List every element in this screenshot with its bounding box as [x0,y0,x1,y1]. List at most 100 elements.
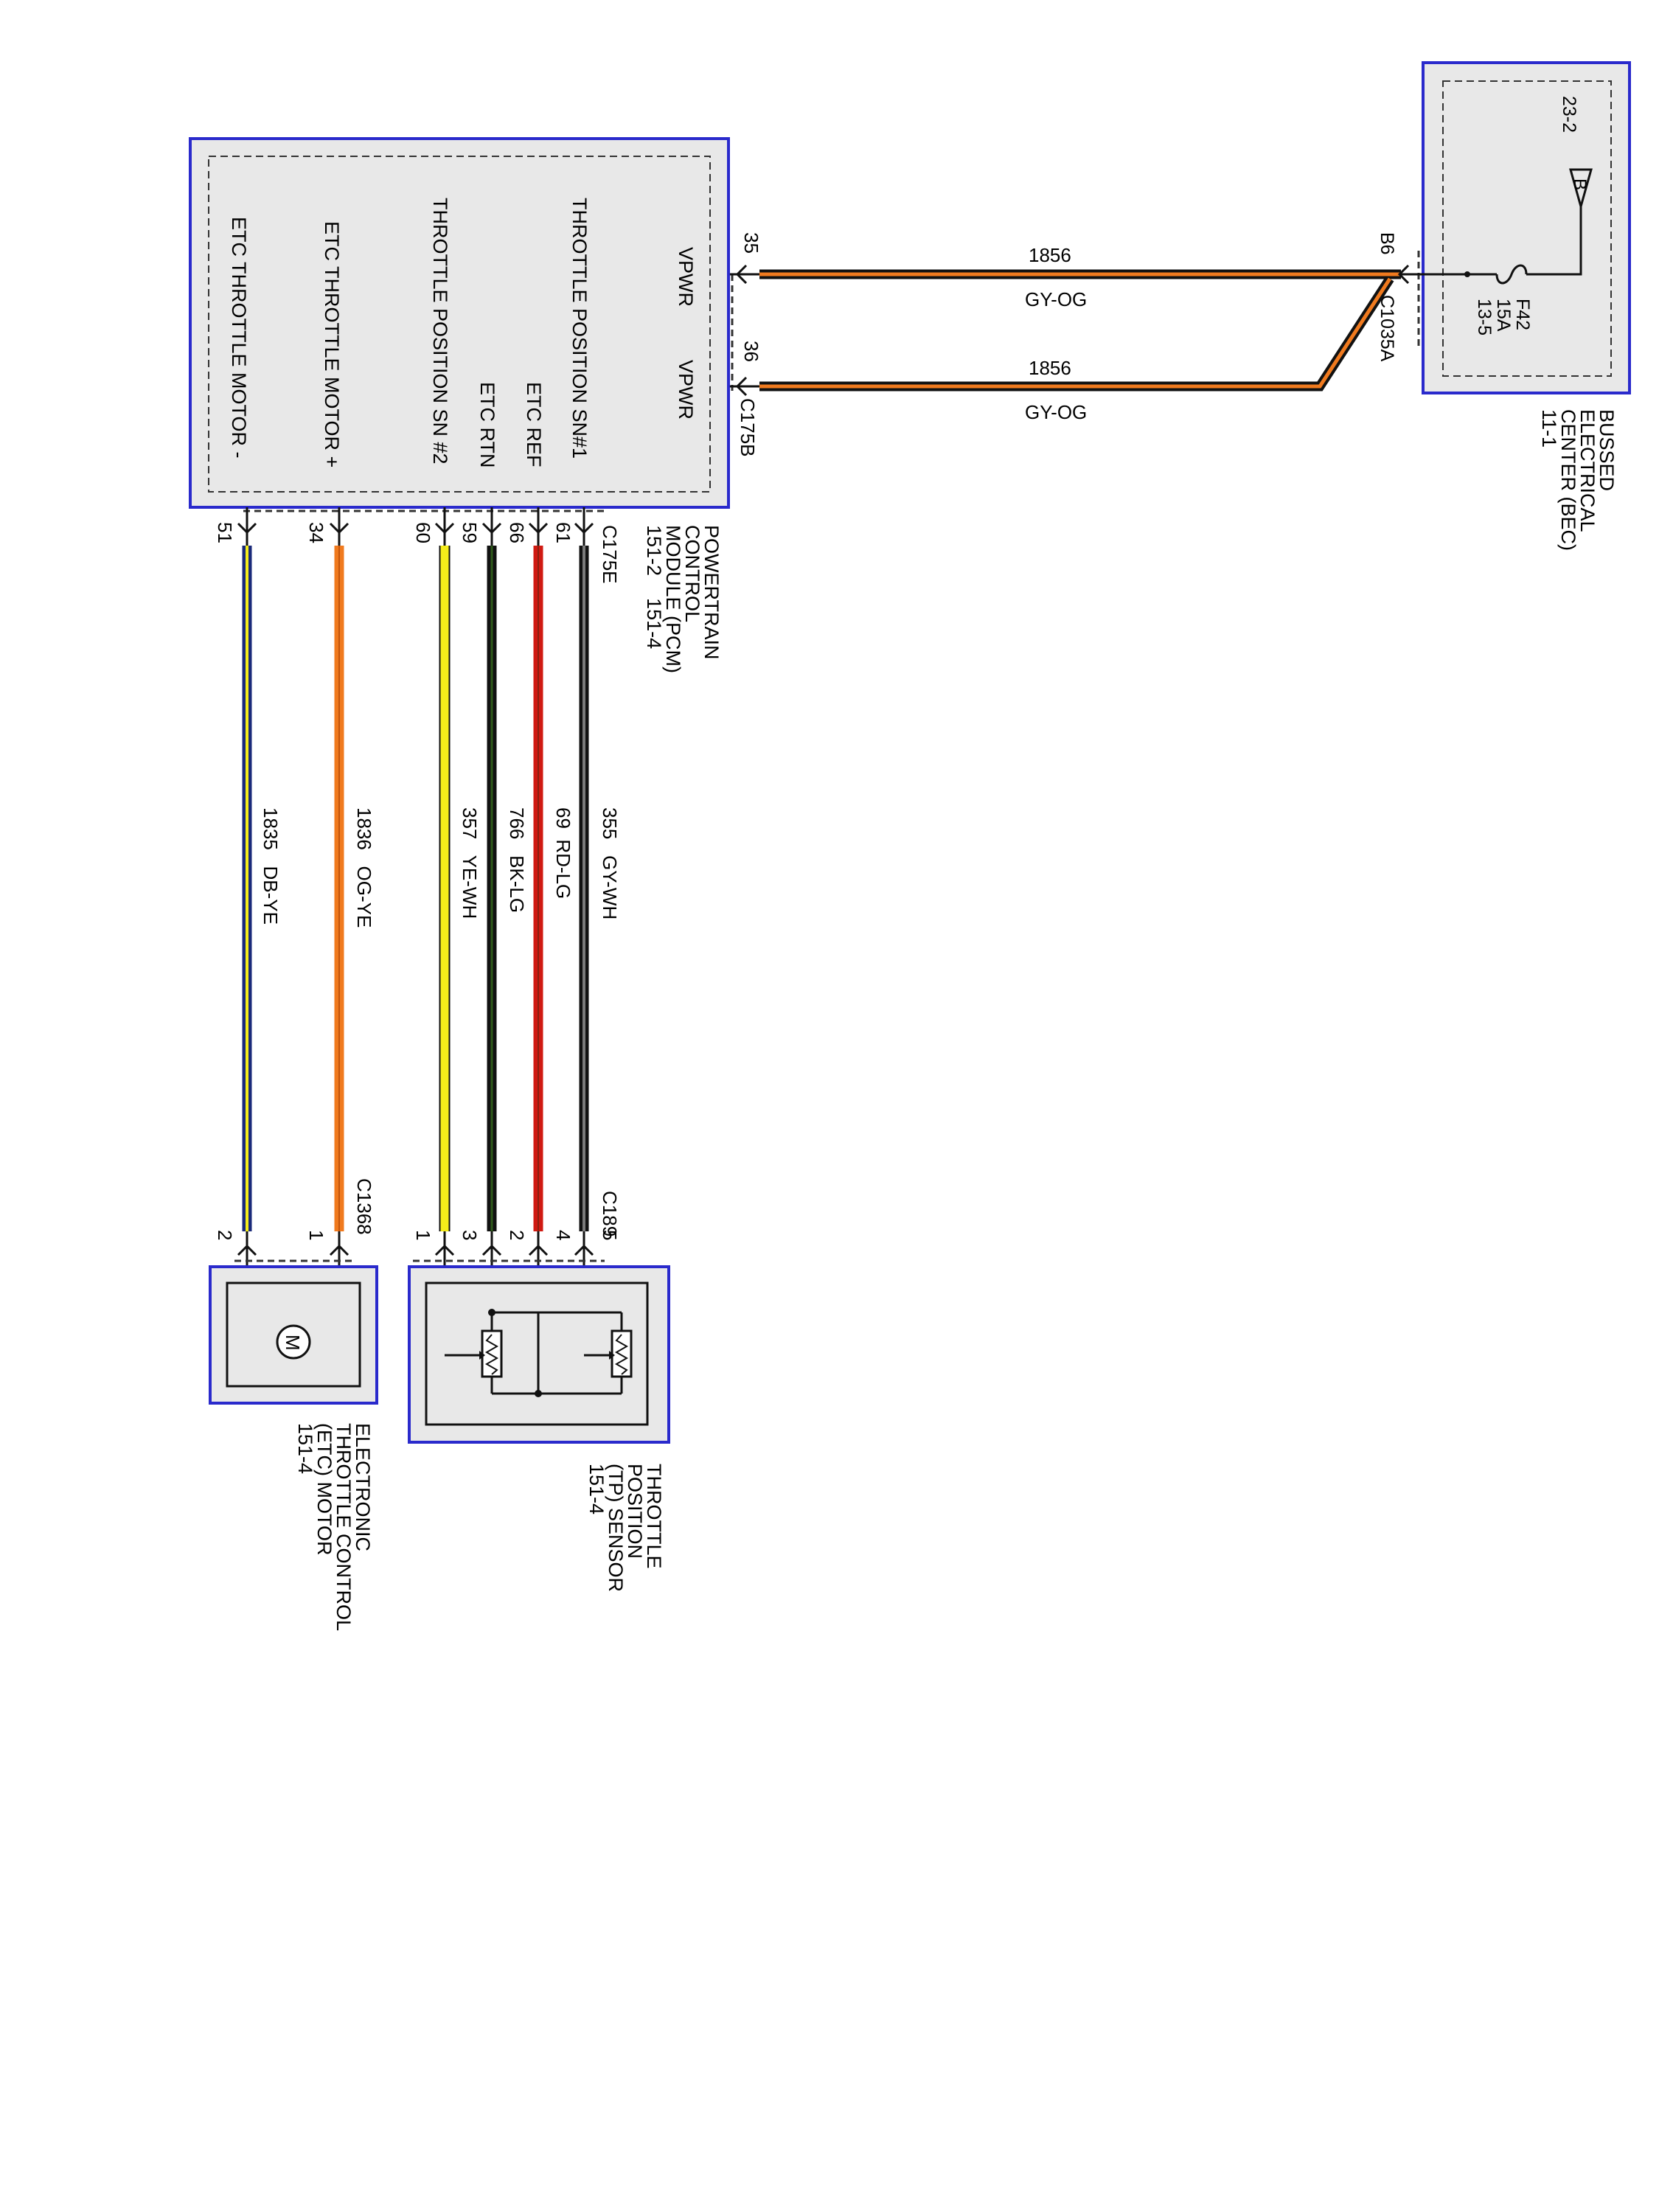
tp-pin-1: 1 [412,1230,434,1240]
pin-59: 59 [459,522,481,543]
pcm-label-vpwr-b: VPWR [675,360,697,420]
bec-name-line-2: ELECTRICAL [1576,409,1599,532]
motor-name-line-4: 151-4 [294,1423,316,1474]
pcm-name-line-2: CONTROL [681,525,703,622]
tp-sensor[interactable] [408,1259,670,1444]
wire-tp-sn2-label: 357 YE-WH [459,807,481,919]
pcm-label-etc-rtn: ETC RTN [476,382,498,468]
pcm-name-line-4: 151-2 151-4 [643,525,665,649]
pin-61: 61 [552,522,574,543]
wire-vpwr-b[interactable] [730,276,1394,392]
wire-tp-sn1-circuit: 355 [599,807,621,839]
tp-pin-5: 5 [599,1230,621,1240]
etc-motor-outline [209,1265,378,1405]
bec-name-line-1: BUSSED [1596,409,1618,491]
wire-motor-minus-color: DB-YE [260,866,282,925]
pcm-connector-c175e: C175E [599,525,621,584]
pcm-label-tp-sn2: THROTTLE POSITION SN #2 [429,198,451,465]
connector-chevron-b6 [1397,264,1410,285]
pin-36: 36 [740,341,762,362]
fuse-f42-icon [1495,264,1528,285]
bec-module[interactable]: B 23-2 [1401,61,1631,394]
connector-chevron-tp-2 [481,1244,502,1256]
wire-etc-ref-label: 69 RD-LG [552,807,574,899]
connector-chevron-59 [434,522,455,535]
wire-motor-minus-circuit: 1835 [260,807,282,850]
potentiometer-sn1-icon [611,1329,633,1378]
pin-66: 66 [506,522,528,543]
wire-motor-plus[interactable] [308,507,344,1343]
fuse-id: F42 [1512,299,1533,330]
connector-chevron-motor-2 [237,1244,257,1256]
pcm-inner-dashed [208,156,711,493]
motor-symbol: M [282,1335,304,1351]
motor-name-line-3: (ETC) MOTOR [313,1423,335,1555]
bec-connector-c1035a: C1035A [1377,295,1397,362]
tp-pin-4: 4 [552,1230,574,1240]
wire-motor-minus[interactable] [242,507,279,1343]
fuse-ref: 13-5 [1474,299,1495,335]
tp-sensor-inner [425,1281,649,1426]
bec-inner-dashed [1442,80,1612,377]
connector-chevron-tp-5 [574,1244,594,1256]
pcm-name-line-3: MODULE (PCM) [662,525,684,673]
bus-b-icon [1569,168,1593,211]
wire-etc-ref-circuit: 69 [552,807,574,829]
wire-etc-rtn-color: BK-LG [506,855,528,913]
motor-pin-1: 1 [305,1230,327,1240]
connector-chevron-36 [735,376,748,397]
tp-name-line-2: POSITION [624,1464,646,1559]
connector-chevron-motor-1 [329,1244,349,1256]
motor-icon [276,1324,311,1360]
motor-name-line-1: ELECTRONIC [352,1423,374,1551]
motor-name-line-2: THROTTLE CONTROL [333,1423,355,1631]
wire-etc-ref-color: RD-LG [552,839,574,899]
pcm-label-vpwr-a: VPWR [675,247,697,307]
tp-name-line-3: (TP) SENSOR [605,1464,627,1592]
etc-motor-inner [226,1281,361,1388]
tp-name-line-4: 151-4 [585,1464,608,1514]
tp-connector-c189: C189 [599,1191,621,1237]
pcm-outline [189,137,730,509]
potentiometer-sn2-icon [481,1329,503,1378]
tp-name-line-1: THROTTLE [643,1464,665,1569]
connector-chevron-sn1-top [574,522,594,535]
bec-feed-line [1526,206,1582,276]
tp-internal-ref-dot [535,1390,542,1397]
tp-sn2-wiper-arrow [479,1351,485,1360]
connector-chevron-34 [329,522,349,535]
connector-chevron-tp-4 [528,1244,549,1256]
connector-chevron-66 [481,522,502,535]
pcm-label-motor-minus: ETC THROTTLE MOTOR - [228,217,250,459]
pin-34: 34 [305,522,327,543]
fuse-rating: 15A [1493,299,1514,332]
bec-outline [1422,61,1631,394]
wire-tp-sn1-color: GY-WH [599,855,621,919]
wire-motor-plus-circuit: 1836 [353,807,375,850]
bec-pin-b6: B6 [1377,232,1397,255]
pcm-connector-c175b: C175B [737,398,759,457]
wire-vpwr-a-color: GY-OG [1025,288,1087,310]
bec-splice-dot [1464,271,1470,277]
pin-60: 60 [412,522,434,543]
tp-sn1-wiper-arrow [609,1351,615,1360]
bec-name-line-4: 11-1 [1538,409,1560,448]
pin-35: 35 [740,232,762,254]
wire-tp-sn2-circuit: 357 [459,807,481,839]
pcm-module[interactable] [189,137,734,512]
wire-vpwr-a-circuit: 1856 [1029,244,1071,266]
connector-chevron-51 [237,522,257,535]
bec-name-line-3: CENTER (BEC) [1557,409,1579,551]
bec-ref: 23-2 [1559,96,1579,133]
tp-pin-3: 3 [459,1230,481,1240]
wire-motor-plus-label: 1836 OG-YE [353,807,375,928]
etc-motor[interactable]: M [209,1259,378,1405]
tp-pin-2: 2 [506,1230,528,1240]
wire-tp-sn2-color: YE-WH [459,855,481,919]
wire-vpwr-b-stripe [759,277,1392,389]
pin-51: 51 [214,522,236,543]
connector-chevron-tp-3 [434,1244,455,1256]
potentiometer-sn1-zigzag [614,1334,629,1375]
wire-vpwr-b-circuit: 1856 [1029,357,1071,379]
